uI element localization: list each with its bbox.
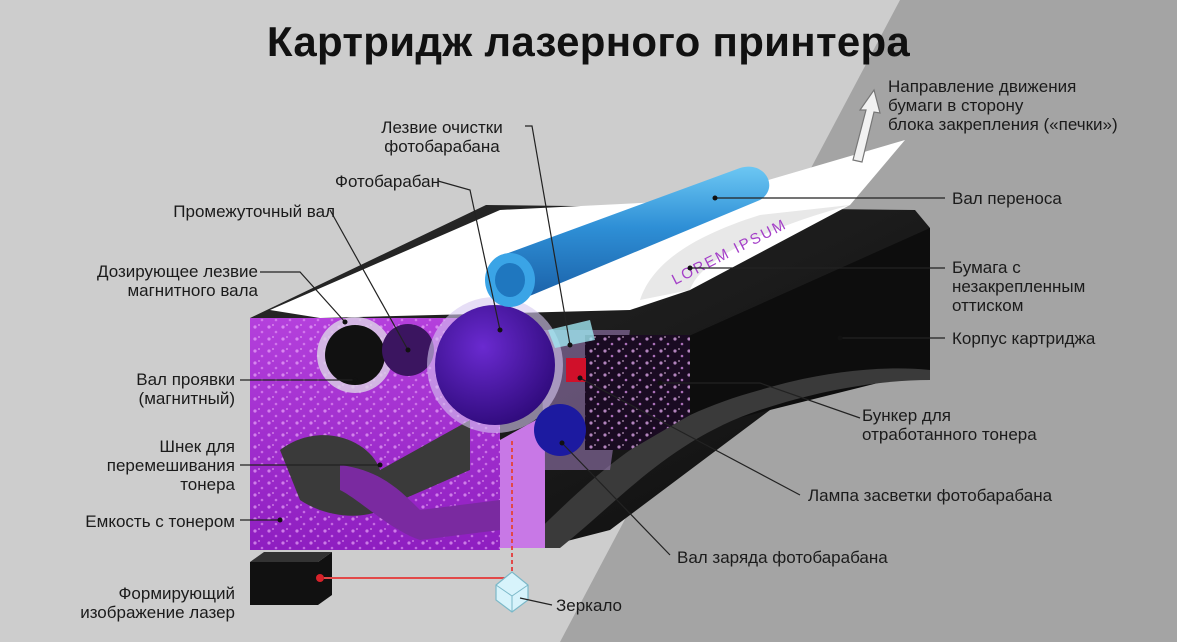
label-photodrum: Фотобарабан [260, 172, 440, 191]
label-developer-roller: Вал проявки (магнитный) [40, 370, 235, 408]
label-mixing-auger: Шнек для перемешивания тонера [40, 437, 235, 494]
label-paper-unfixed: Бумага с незакрепленным оттиском [952, 258, 1152, 315]
charge-roller [534, 404, 586, 456]
laser-unit [250, 552, 332, 605]
label-cleaning-blade: Лезвие очистки фотобарабана [352, 118, 532, 156]
label-cartridge-body: Корпус картриджа [952, 329, 1172, 348]
label-dosing-blade: Дозирующее лезвие магнитного вала [18, 262, 258, 300]
label-erase-lamp: Лампа засветки фотобарабана [808, 486, 1138, 505]
erase-lamp [566, 358, 586, 382]
label-mirror: Зеркало [556, 596, 676, 615]
label-waste-bin: Бункер для отработанного тонера [862, 406, 1122, 444]
label-laser: Формирующий изображение лазер [15, 584, 235, 622]
label-toner-container: Емкость с тонером [15, 512, 235, 531]
label-transfer-roller: Вал переноса [952, 189, 1152, 208]
label-charge-roller: Вал заряда фотобарабана [677, 548, 977, 567]
label-intermediate-roller: Промежуточный вал [95, 202, 335, 221]
label-paper-direction: Направление движения бумаги в сторону бл… [888, 77, 1173, 134]
